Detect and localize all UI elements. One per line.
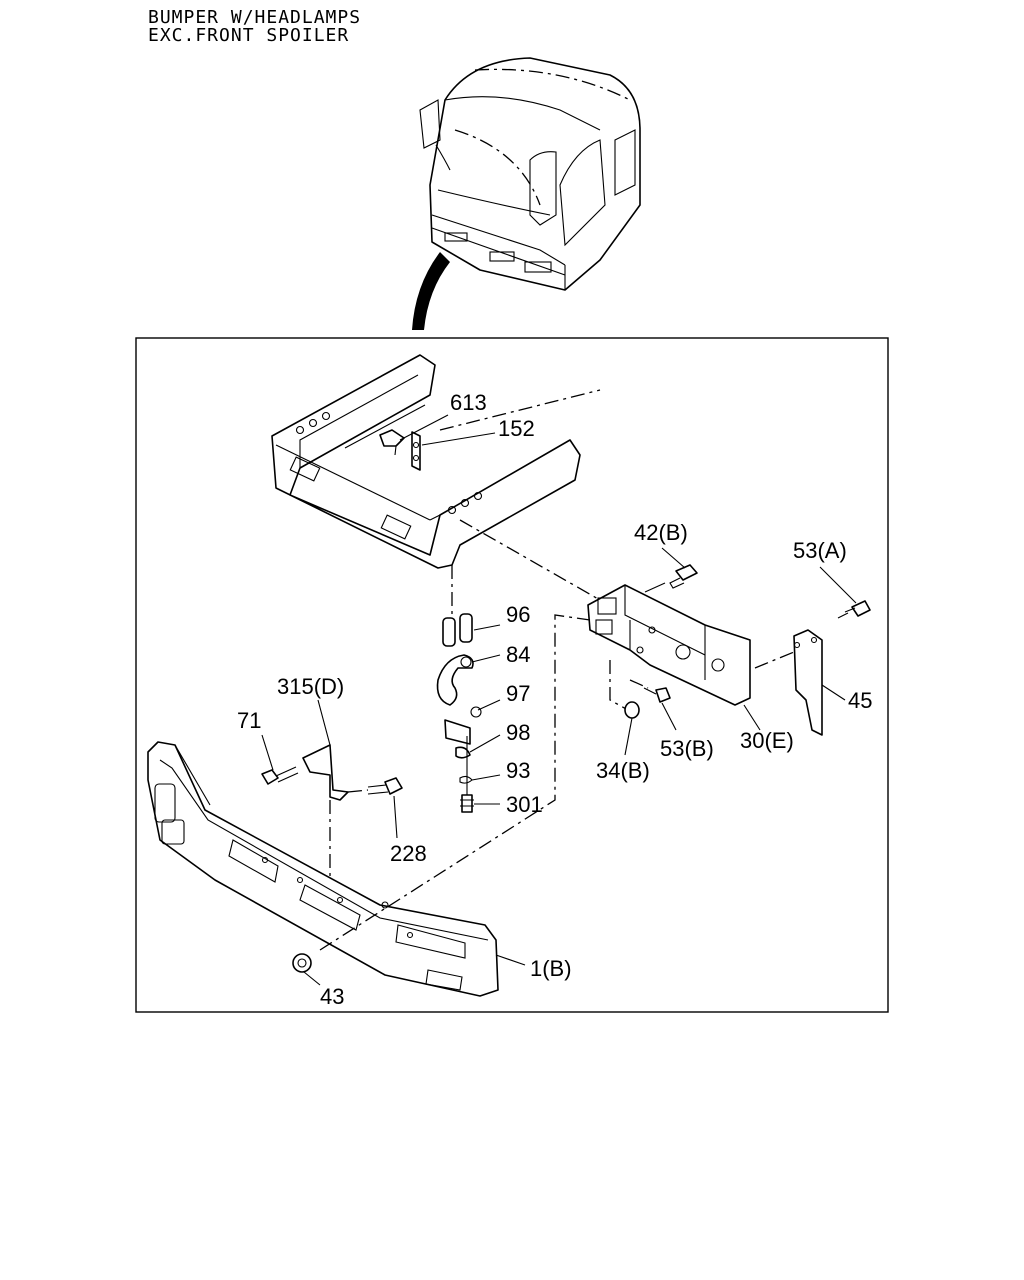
callout-1b: 1(B) (530, 956, 572, 981)
callout-315d: 315(D) (277, 674, 344, 699)
diagram-title-line1: BUMPER W/HEADLAMPS (148, 7, 362, 28)
nut-34b (609, 660, 640, 719)
bracket-152 (411, 431, 421, 471)
bolt-228 (347, 777, 403, 795)
plate-45 (754, 629, 823, 736)
bolt-53b (629, 679, 671, 703)
callout-30e: 30(E) (740, 728, 794, 753)
callout-71: 71 (237, 708, 261, 733)
diagram-title-line2: EXC.FRONT SPOILER (148, 25, 350, 46)
nut-43 (292, 953, 312, 973)
callout-97: 97 (506, 681, 530, 706)
detail-frame (135, 337, 889, 1013)
chassis-frame (271, 354, 601, 601)
frame-extension-30e (587, 584, 751, 706)
callout-53a: 53(A) (793, 538, 847, 563)
callout-84: 84 (506, 642, 530, 667)
callout-34b: 34(B) (596, 758, 650, 783)
callout-42b: 42(B) (634, 520, 688, 545)
callout-96: 96 (506, 602, 530, 627)
clip-613 (379, 429, 405, 456)
truck-cab-illustration (412, 57, 641, 330)
callout-228: 228 (390, 841, 427, 866)
bolt-71 (261, 766, 299, 785)
callout-labels: 613 152 42(B) 53(A) 96 84 97 98 93 301 3… (237, 390, 872, 1009)
callout-53b: 53(B) (660, 736, 714, 761)
bumper-1b (147, 614, 591, 997)
callout-613: 613 (450, 390, 487, 415)
callout-93: 93 (506, 758, 530, 783)
callout-152: 152 (498, 416, 535, 441)
bolt-42b (644, 564, 698, 593)
callout-301: 301 (506, 792, 543, 817)
tow-hook-assembly (436, 565, 482, 813)
bolt-53a (837, 600, 871, 619)
callout-43: 43 (320, 984, 344, 1009)
callout-98: 98 (506, 720, 530, 745)
leader-lines (261, 414, 857, 986)
callout-45: 45 (848, 688, 872, 713)
